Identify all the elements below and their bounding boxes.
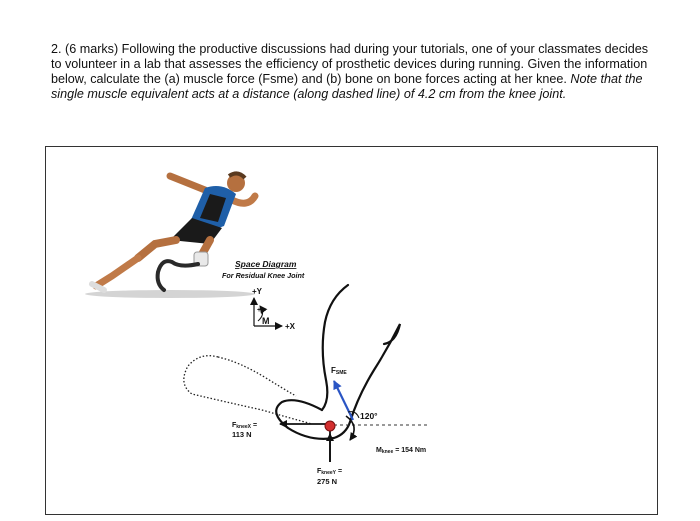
question-note: Note that the single muscle equivalent a… <box>51 72 643 101</box>
residual-limb-sketch <box>275 283 402 440</box>
fkneex-label: FkneeX = <box>232 422 257 430</box>
figure-box <box>45 146 658 515</box>
mknee-arrow <box>345 415 358 441</box>
knee-joint-dot <box>324 420 336 432</box>
axis-x-label: +X <box>285 322 296 331</box>
fkneey-label: FkneeY = <box>317 468 342 476</box>
angle-label: 120° <box>360 411 378 421</box>
space-diagram-title: Space Diagram <box>235 259 297 269</box>
question-text: 2. (6 marks) Following the productive di… <box>51 42 651 102</box>
moment-plus: + <box>257 307 261 314</box>
angle-arc <box>347 411 360 419</box>
mknee-label: Mknee = 154 Nm <box>376 447 426 455</box>
runner-illustration <box>85 171 259 298</box>
axis-y-label: +Y <box>252 287 263 296</box>
dotted-limb-outline <box>183 355 313 425</box>
fkneey-value: 275 N <box>317 477 337 486</box>
question-body: 2. (6 marks) Following the productive di… <box>51 42 649 86</box>
space-diagram-subtitle: For Residual Knee Joint <box>222 271 305 280</box>
moment-symbol: M <box>262 316 270 326</box>
fkneex-value: 113 N <box>232 430 252 439</box>
axes-legend: +Y +X M + <box>250 287 296 331</box>
fsme-label: FSME <box>331 366 347 376</box>
fsme-arrow <box>333 380 354 421</box>
